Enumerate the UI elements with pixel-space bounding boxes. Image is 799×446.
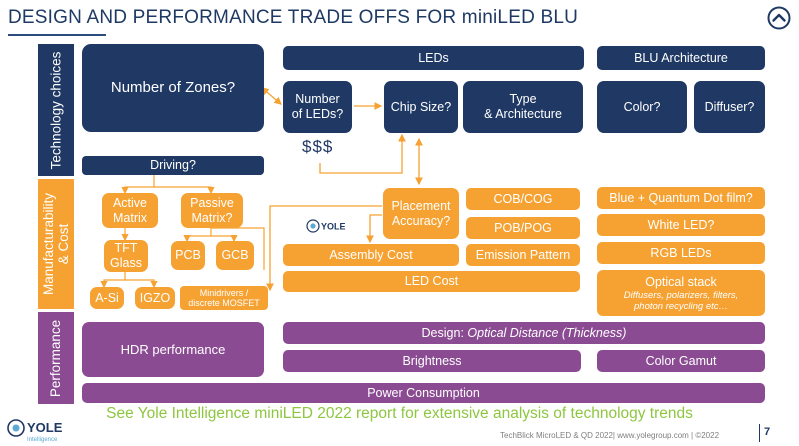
pob-pog-label: POB/POG (494, 220, 552, 235)
color-label: Color? (623, 99, 661, 114)
minidrivers-box: Minidrivers / discrete MOSFET (180, 286, 268, 310)
type-architecture-line: Type (509, 92, 537, 106)
blue-quantum-dot-box: Blue + Quantum Dot film? (597, 187, 765, 209)
leds-header: LEDs (283, 46, 584, 70)
title-underline (8, 34, 106, 36)
assembly-cost-box: Assembly Cost (283, 244, 459, 266)
igzo-box: IGZO (135, 287, 175, 309)
power-consumption-box: Power Consumption (82, 383, 765, 403)
blu-architecture-header: BLU Architecture (597, 46, 765, 70)
placement-accuracy-box: Placement Accuracy? (383, 188, 459, 239)
band-label: Technology choices (48, 51, 64, 169)
brightness-box: Brightness (283, 350, 581, 372)
gcb-box: GCB (216, 241, 254, 270)
optical-stack-box: Optical stack Diffusers, polarizers, fil… (597, 270, 765, 316)
number-of-leds-line: Number (295, 92, 340, 106)
blue-quantum-dot-label: Blue + Quantum Dot film? (609, 190, 753, 205)
pob-pog-box: POB/POG (466, 217, 580, 239)
emission-pattern-label: Emission Pattern (475, 247, 571, 262)
footer-note: See Yole Intelligence miniLED 2022 repor… (106, 405, 693, 422)
yole-logo-text: YOLE (27, 420, 63, 435)
passive-matrix-box: Passive Matrix? (181, 193, 243, 228)
chip-size-box: Chip Size? (384, 81, 458, 133)
passive-matrix-line: Passive (190, 195, 234, 210)
page-title: DESIGN AND PERFORMANCE TRADE OFFS FOR mi… (8, 7, 579, 28)
color-gamut-label: Color Gamut (645, 353, 717, 368)
emission-pattern-box: Emission Pattern (466, 244, 580, 266)
white-led-box: White LED? (597, 214, 765, 236)
led-cost-box: LED Cost (283, 271, 580, 292)
tft-glass-line: Glass (110, 256, 142, 270)
yole-logo: YOLE Intelligence (7, 419, 63, 443)
rgb-leds-box: RGB LEDs (597, 242, 765, 264)
band-label-line: & Cost (56, 223, 71, 265)
band-performance: Performance (38, 312, 74, 404)
design-prefix: Design: (421, 325, 468, 340)
design-box: Design: Optical Distance (Thickness) (283, 322, 765, 344)
diffuser-box: Diffuser? (694, 81, 765, 133)
brightness-label: Brightness (402, 353, 462, 368)
leds-header-label: LEDs (418, 50, 449, 65)
type-architecture-box: Type & Architecture (463, 81, 583, 133)
band-label: Manufacturability & Cost (41, 193, 71, 295)
white-led-label: White LED? (647, 217, 715, 232)
cost-symbol: $$$ (302, 137, 334, 156)
chevron-up-icon[interactable] (767, 6, 791, 30)
number-of-leds-box: Number of LEDs? (283, 81, 352, 133)
diffuser-label: Diffuser? (704, 99, 755, 114)
active-matrix-box: Active Matrix (102, 193, 158, 228)
hdr-performance-label: HDR performance (120, 342, 226, 357)
tft-glass-line: TFT (114, 241, 138, 255)
number-of-zones-box: Number of Zones? (82, 44, 264, 132)
band-technology-choices: Technology choices (38, 44, 74, 176)
chip-size-label: Chip Size? (390, 99, 452, 114)
footer-meta: TechBlick MicroLED & QD 2022| www.yolegr… (500, 431, 720, 440)
pcb-label: PCB (175, 248, 201, 262)
a-si-label: A-Si (95, 290, 119, 305)
placement-accuracy-line: Placement (391, 198, 451, 213)
pcb-box: PCB (171, 241, 205, 270)
cob-cog-label: COB/COG (493, 191, 553, 206)
optical-stack-sub-line: photon recycling etc… (634, 300, 728, 312)
driving-box: Driving? (82, 156, 264, 175)
minidrivers-line: Minidrivers / (199, 288, 249, 298)
band-manufacturability: Manufacturability & Cost (38, 179, 74, 309)
assembly-cost-label: Assembly Cost (329, 247, 413, 262)
power-consumption-label: Power Consumption (367, 385, 480, 400)
design-italic-text: Optical Distance (Thickness) (467, 325, 627, 340)
yole-logo-sub: Intelligence (27, 437, 58, 443)
type-architecture-line: & Architecture (484, 107, 562, 121)
design-label: Design: Optical Distance (Thickness) (422, 326, 627, 341)
optical-stack-sub-line: Diffusers, polarizers, filters, (623, 289, 739, 301)
band-label-line: Manufacturability (41, 192, 56, 296)
color-box: Color? (597, 81, 687, 133)
page-number: 7 (764, 426, 771, 438)
color-gamut-box: Color Gamut (597, 350, 765, 372)
tft-glass-box: TFT Glass (104, 240, 148, 272)
passive-matrix-line: Matrix? (191, 210, 233, 225)
gcb-label: GCB (221, 248, 249, 262)
led-cost-label: LED Cost (404, 274, 459, 288)
number-of-leds-line: of LEDs? (291, 107, 344, 121)
rgb-leds-label: RGB LEDs (650, 245, 712, 260)
hdr-performance-box: HDR performance (82, 322, 264, 377)
optical-stack-label: Optical stack (645, 274, 717, 289)
band-label: Performance (48, 319, 64, 397)
cob-cog-box: COB/COG (466, 188, 580, 210)
active-matrix-line: Matrix (112, 210, 148, 225)
driving-label: Driving? (150, 158, 196, 172)
yole-logo-small: YOLE (306, 219, 346, 233)
igzo-label: IGZO (139, 290, 171, 305)
minidrivers-line: discrete MOSFET (188, 298, 260, 308)
active-matrix-line: Active (112, 195, 148, 210)
a-si-box: A-Si (90, 287, 124, 309)
page-number-divider (759, 424, 760, 442)
yole-logo-small-text: YOLE (321, 222, 346, 232)
blu-architecture-label: BLU Architecture (634, 50, 728, 65)
number-of-zones-label: Number of Zones? (110, 79, 236, 96)
placement-accuracy-line: Accuracy? (391, 213, 451, 228)
